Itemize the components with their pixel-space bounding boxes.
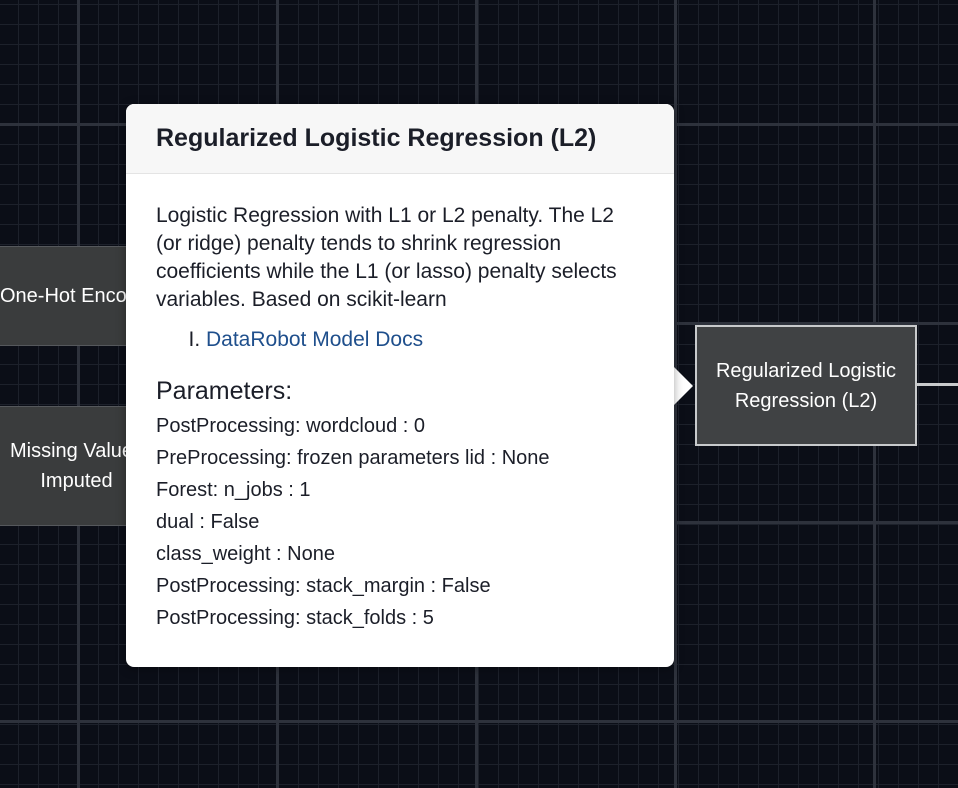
node-regularized-logistic-regression[interactable]: Regularized Logistic Regression (L2): [695, 325, 917, 446]
parameter-item: PostProcessing: stack_folds : 5: [156, 607, 434, 629]
parameter-item: PostProcessing: wordcloud : 0: [156, 415, 426, 437]
parameters-list: PostProcessing: wordcloud : 0 PreProcess…: [156, 410, 644, 634]
model-info-popover: Regularized Logistic Regression (L2) Log…: [126, 104, 674, 667]
node-missing-values-imputed[interactable]: Missing Values Imputed: [0, 406, 150, 526]
parameter-item: class_weight : None: [156, 543, 335, 565]
doc-list-item: DataRobot Model Docs: [206, 326, 644, 354]
parameters-heading: Parameters:: [156, 377, 293, 405]
doc-links-list: DataRobot Model Docs: [156, 326, 644, 354]
parameter-item: dual : False: [156, 511, 260, 533]
model-description: Logistic Regression with L1 or L2 penalt…: [156, 204, 617, 311]
node-label: Missing Values Imputed: [9, 440, 144, 492]
datarobot-docs-link[interactable]: DataRobot Model Docs: [206, 328, 424, 351]
node-label: One-Hot Encoding: [0, 285, 139, 307]
connector-edge: [917, 383, 958, 386]
node-label: Regularized Logistic Regression (L2): [715, 359, 897, 412]
popover-body: Logistic Regression with L1 or L2 penalt…: [126, 174, 674, 634]
node-one-hot-encoding[interactable]: One-Hot Encoding: [0, 246, 140, 346]
popover-title: Regularized Logistic Regression (L2): [156, 124, 597, 152]
parameter-item: PreProcessing: frozen parameters lid : N…: [156, 447, 550, 469]
parameter-item: PostProcessing: stack_margin : False: [156, 575, 491, 597]
popover-arrow: [674, 367, 693, 405]
popover-header: Regularized Logistic Regression (L2): [126, 104, 674, 174]
parameter-item: Forest: n_jobs : 1: [156, 479, 311, 501]
